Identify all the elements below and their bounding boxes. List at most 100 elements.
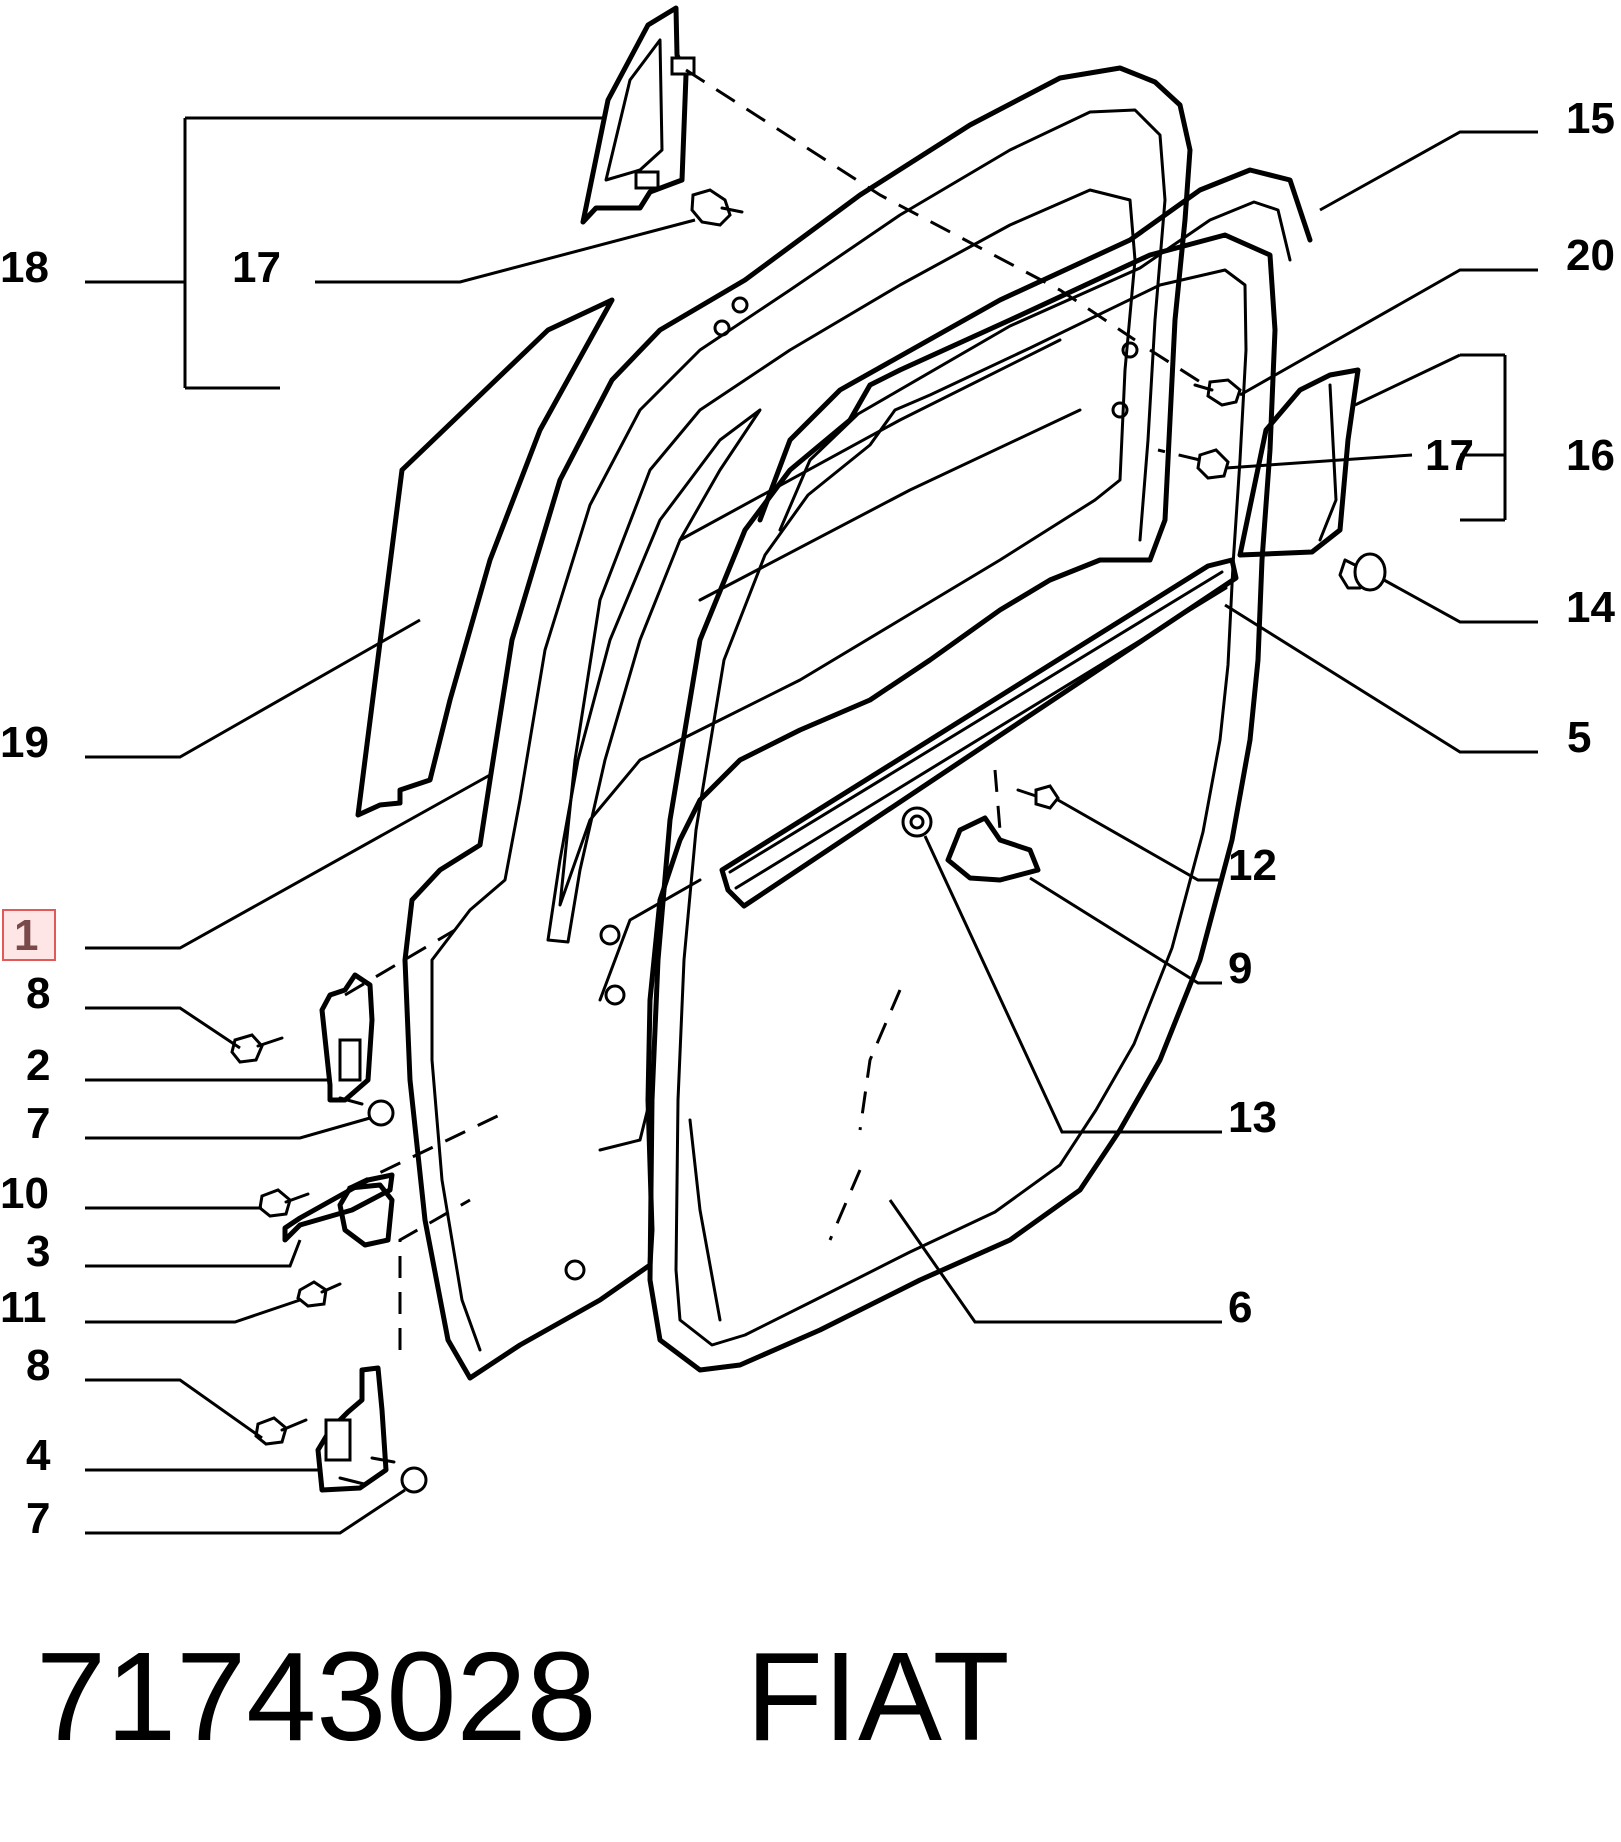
leader-8-bottom — [85, 1378, 263, 1440]
corner-trim-18 — [580, 5, 689, 225]
door-hole — [1111, 401, 1129, 419]
bolt-8-bottom-shank — [280, 1418, 308, 1432]
leader-18-bracket — [85, 116, 605, 390]
door-hole — [1121, 341, 1139, 359]
door-check-3-body — [337, 1182, 395, 1248]
leader-5 — [1224, 603, 1538, 754]
door-shell-inner — [430, 108, 1167, 1352]
part-number: 71743028 — [36, 1626, 597, 1767]
quarter-glass — [355, 297, 615, 818]
bolt-8-bottom — [254, 1416, 288, 1446]
leader-3 — [85, 1239, 302, 1268]
callout-13: 13 — [1228, 1093, 1277, 1142]
door-shell-outline — [402, 65, 1193, 1381]
callout-8-bottom: 8 — [26, 1341, 50, 1390]
callout-9: 9 — [1228, 944, 1252, 993]
leader-19 — [85, 618, 421, 759]
callout-10: 10 — [0, 1169, 49, 1218]
dash-check — [347, 1108, 511, 1190]
callout-12: 12 — [1228, 841, 1277, 890]
bracket-9 — [945, 815, 1041, 883]
dash-trim-18 — [685, 68, 1136, 342]
dash-screw-20 — [1149, 348, 1206, 387]
dash-bracket — [993, 769, 1002, 831]
leader-11 — [85, 1298, 301, 1324]
callout-8-top: 8 — [26, 969, 50, 1018]
assembly-lines — [344, 68, 1206, 1350]
callout-18: 18 — [0, 243, 49, 292]
leader-6 — [888, 1199, 1222, 1324]
callout-7-top: 7 — [26, 1099, 50, 1148]
callout-17-right: 17 — [1425, 431, 1474, 480]
leader-20 — [1239, 268, 1538, 397]
leader-1 — [85, 773, 491, 950]
bolt-8-top-shank — [256, 1036, 284, 1048]
brand-name: FIAT — [746, 1626, 1010, 1767]
bolt-8-top — [230, 1033, 264, 1064]
callout-17-left: 17 — [232, 243, 281, 292]
door-hole — [604, 984, 626, 1006]
screw-20 — [1206, 378, 1242, 407]
bolt-10-shank — [284, 1192, 310, 1204]
corner-trim-16 — [1237, 367, 1361, 558]
bolt-11-shank — [320, 1282, 342, 1294]
clip-17-left-stem — [720, 206, 744, 214]
dash-glass-run — [858, 989, 902, 1131]
dash-upper-hinge — [344, 928, 456, 997]
bump-stop-14 — [1353, 552, 1387, 592]
callout-labels: 15 20 16 17 14 5 12 9 13 6 18 17 19 1 8 … — [0, 94, 1615, 1543]
nut-7-top — [367, 1099, 395, 1127]
leader-16-bracket — [1354, 353, 1507, 522]
bolt-11 — [296, 1280, 328, 1308]
callout-15: 15 — [1566, 94, 1615, 143]
leader-9 — [1029, 876, 1222, 985]
clip-17-left — [690, 188, 732, 227]
door-check-3 — [282, 1172, 395, 1243]
callout-1: 1 — [14, 911, 38, 960]
leader-13 — [923, 835, 1222, 1134]
clip-17-right — [1196, 448, 1230, 480]
belt-moulding-5 — [719, 557, 1239, 909]
footer: 71743028 FIAT — [36, 1626, 1010, 1767]
nut-7-bottom — [400, 1466, 428, 1494]
callout-2: 2 — [26, 1041, 50, 1090]
door-hole — [731, 296, 749, 314]
callout-1-highlight — [2, 909, 56, 961]
callout-5: 5 — [1567, 713, 1591, 762]
washer-13 — [901, 806, 933, 838]
dash-glass-run-2 — [828, 1169, 862, 1241]
door-hole — [599, 924, 621, 946]
callout-16: 16 — [1566, 431, 1615, 480]
dash-clip-17 — [1157, 448, 1201, 462]
corner-trim-18-inner — [604, 38, 664, 182]
stud-lower — [338, 1456, 396, 1486]
dash-lower-hinge — [398, 1198, 471, 1350]
door-hole — [564, 1259, 586, 1281]
corner-trim-16-inner — [1318, 383, 1338, 542]
upper-hinge-2 — [319, 972, 375, 1103]
leader-12 — [1057, 798, 1222, 882]
callout-7-bottom: 7 — [26, 1494, 50, 1543]
window-run-channel — [546, 408, 762, 944]
door-seal-inner — [674, 268, 1248, 1347]
leader-8-top — [85, 1006, 241, 1050]
leader-15 — [1319, 130, 1538, 212]
callout-11: 11 — [0, 1283, 47, 1332]
belt-moulding-5-inner — [728, 570, 1228, 890]
lower-hinge-pin — [324, 1418, 352, 1462]
parts-drawing — [230, 5, 1387, 1494]
callout-20: 20 — [1566, 231, 1615, 280]
leader-7-bottom — [85, 1488, 406, 1535]
door-hole — [713, 319, 731, 337]
screw-12-shank — [1016, 788, 1038, 798]
top-frame-seal-inner — [778, 200, 1292, 532]
door-inner-panel-lines — [598, 338, 1082, 1322]
callout-19: 19 — [0, 718, 49, 767]
leader-17-left — [315, 218, 696, 284]
washer-13-hole — [909, 814, 925, 830]
leader-14 — [1383, 578, 1538, 624]
stud-upper — [338, 1096, 364, 1106]
door-seal — [647, 232, 1278, 1373]
top-frame-seal — [757, 167, 1313, 523]
